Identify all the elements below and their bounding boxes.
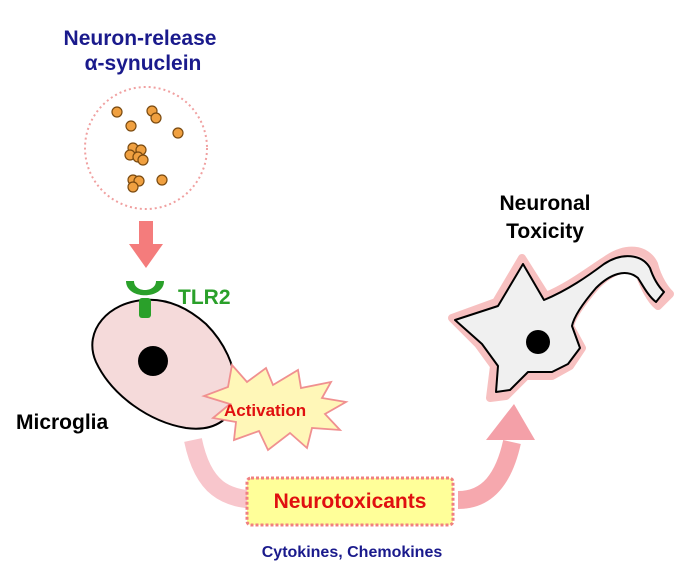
down-arrow-icon [129, 221, 163, 268]
outcome-label-line1: Neuronal [499, 192, 591, 215]
activation-burst [201, 363, 349, 452]
outcome-label-line2: Toxicity [506, 220, 584, 243]
synuclein-particle [127, 181, 139, 193]
source-title-line2: α-synuclein [84, 52, 202, 75]
neuron-nucleus [526, 330, 550, 354]
activation-label: Activation [224, 401, 307, 420]
synuclein-particle [125, 120, 137, 132]
microglia-label: Microglia [16, 411, 109, 434]
neurotoxicants-label: Neurotoxicants [273, 490, 427, 513]
synuclein-particle [111, 106, 123, 118]
tlr2-receptor-icon [126, 281, 164, 318]
microglia-nucleus [138, 346, 168, 376]
synuclein-particle [137, 154, 149, 166]
synuclein-cloud [84, 86, 208, 210]
neurotoxicants-sublabel: Cytokines, Chemokines [261, 544, 443, 561]
flow-arrow-right [457, 439, 521, 509]
flow-arrowhead-icon [486, 404, 535, 440]
source-title-line1: Neuron-release [63, 27, 217, 50]
synuclein-particle [156, 174, 168, 186]
neuron-cell [454, 255, 665, 393]
synuclein-particle [150, 112, 162, 124]
synuclein-particle [172, 127, 184, 139]
neurotoxicants-box [245, 476, 455, 527]
tlr2-label: TLR2 [178, 286, 231, 309]
synuclein-particles [111, 105, 184, 193]
